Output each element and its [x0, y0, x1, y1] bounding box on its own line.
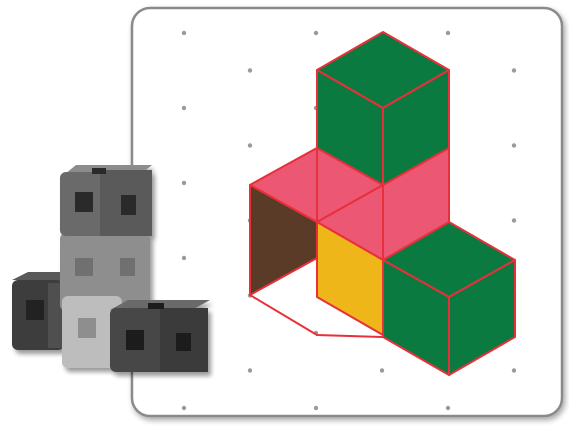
grid-dot: [182, 181, 186, 185]
grid-dot: [512, 68, 516, 72]
grid-dot: [248, 368, 252, 372]
grid-dot: [380, 368, 384, 372]
grid-dot: [512, 368, 516, 372]
photo-cube-bottom-right: [110, 300, 210, 372]
grid-dot: [314, 406, 318, 410]
grid-dot: [182, 106, 186, 110]
grid-dot: [512, 143, 516, 147]
grid-dot: [248, 68, 252, 72]
grid-dot: [512, 218, 516, 222]
grid-dot: [182, 256, 186, 260]
grid-dot: [182, 31, 186, 35]
grid-dot: [182, 406, 186, 410]
grid-dot: [248, 143, 252, 147]
grid-dot: [314, 31, 318, 35]
grid-dot: [446, 31, 450, 35]
photo-cube-top: [60, 165, 152, 236]
grid-dot: [446, 406, 450, 410]
